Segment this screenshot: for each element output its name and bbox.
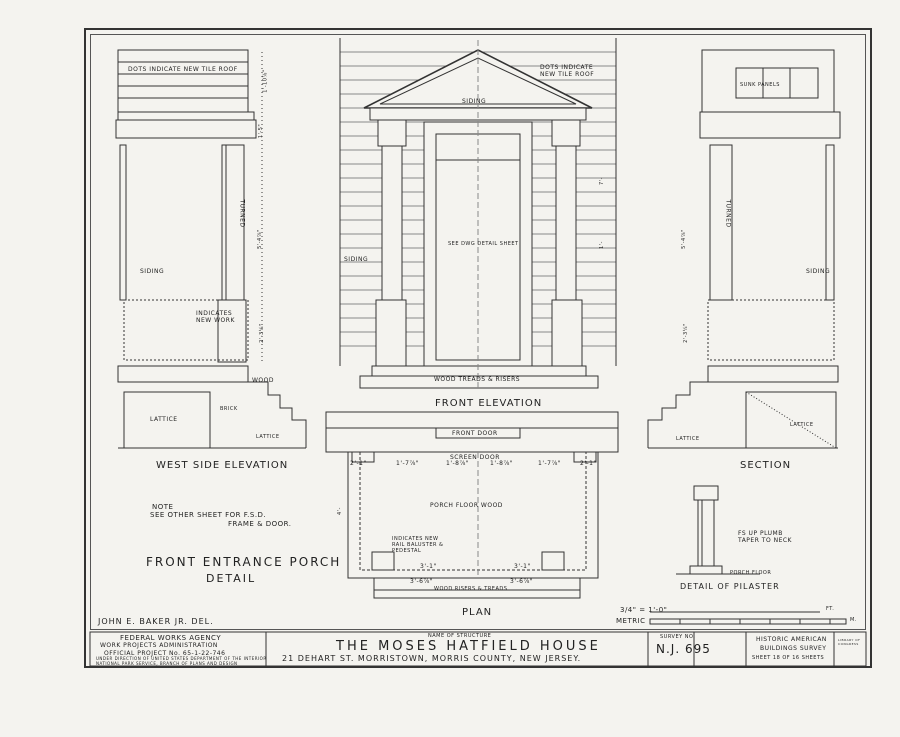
dim-west-height-3: 5'-4⅞" bbox=[256, 229, 263, 249]
view-title-front: FRONT ELEVATION bbox=[435, 398, 543, 409]
front-elevation-drawing bbox=[339, 38, 617, 390]
structure-name: THE MOSES HATFIELD HOUSE bbox=[336, 639, 601, 654]
scale-bar bbox=[649, 611, 847, 625]
view-title-west-side: WEST SIDE ELEVATION bbox=[156, 460, 289, 471]
note-indicates-rail: INDICATES NEW RAIL BALUSTER & PEDESTAL bbox=[392, 536, 444, 554]
library-of-congress: LIBRARY OF CONGRESS bbox=[838, 638, 861, 646]
label-turned-west: TURNED bbox=[238, 199, 246, 228]
dim-west-height-1: 1'-10⅞" bbox=[262, 69, 269, 93]
agency-line-3: OFFICIAL PROJECT No. 65-1-22-746 bbox=[104, 650, 226, 657]
title-block-frame bbox=[89, 631, 867, 667]
dim-west-height-2: 1'-5" bbox=[258, 123, 265, 139]
note-indicates-new-work: INDICATES NEW WORK bbox=[196, 310, 235, 324]
structure-caption: NAME OF STRUCTURE bbox=[428, 633, 492, 639]
dim-plan-bottom-2: 3'-6⅞" bbox=[510, 578, 534, 585]
note-new-tile-roof-front: DOTS INDICATE NEW TILE ROOF bbox=[540, 64, 595, 78]
label-sunk-panels: SUNK PANELS bbox=[740, 82, 780, 88]
label-porch-floor: PORCH FLOOR WOOD bbox=[430, 502, 503, 509]
drawing-border bbox=[84, 28, 872, 668]
dim-plan-top-5: 1'-7⅞" bbox=[538, 460, 562, 467]
main-subtitle: DETAIL bbox=[206, 572, 257, 585]
label-brick: BRICK bbox=[220, 406, 238, 412]
dim-front-side-1: 7'- bbox=[598, 177, 605, 185]
dim-west-height-4: 2'-3¼" bbox=[258, 323, 265, 343]
dim-front-side-3: 4'- bbox=[336, 507, 343, 515]
label-wood-risers-treads: WOOD RISERS & TREADS bbox=[434, 586, 508, 592]
label-treads-risers: WOOD TREADS & RISERS bbox=[434, 376, 521, 383]
label-siding-section: SIDING bbox=[806, 268, 831, 275]
west-side-elevation-drawing bbox=[115, 49, 307, 449]
scale-ratio: 3/4" = 1'-0" bbox=[620, 606, 668, 614]
survey-caption: SURVEY NO. bbox=[660, 634, 696, 640]
scale-unit-ft: FT. bbox=[826, 606, 835, 612]
dim-section-height-2: 2'-3¼" bbox=[682, 323, 689, 343]
survey-number: N.J. 695 bbox=[656, 642, 711, 656]
label-screen-door: SCREEN DOOR bbox=[450, 454, 500, 461]
label-wood: WOOD bbox=[252, 377, 274, 384]
agency-line-4: UNDER DIRECTION OF UNITED STATES DEPARTM… bbox=[96, 656, 267, 661]
plan-drawing bbox=[325, 411, 619, 599]
dim-section-height-1: 5'-4⅞" bbox=[680, 229, 687, 249]
label-turned-section: TURNED bbox=[724, 199, 732, 228]
scale-unit-m: M. bbox=[850, 617, 857, 623]
label-front-door: FRONT DOOR bbox=[452, 430, 498, 437]
dim-plan-top-3: 1'-8⅞" bbox=[446, 460, 470, 467]
note-porch-floor-pilaster: PORCH FLOOR bbox=[730, 570, 772, 576]
habs-line-2: BUILDINGS SURVEY bbox=[760, 645, 827, 652]
view-title-section: SECTION bbox=[740, 460, 792, 471]
label-see-dwg: SEE DWG DETAIL SHEET bbox=[448, 241, 519, 247]
dim-plan-bottom-1: 3'-6⅞" bbox=[410, 578, 434, 585]
structure-address: 21 DEHART ST. MORRISTOWN, MORRIS COUNTY,… bbox=[282, 654, 582, 663]
dim-plan-top-1: 2'-1" bbox=[350, 460, 367, 467]
label-lattice-west-steps: LATTICE bbox=[256, 434, 280, 440]
delineator: JOHN E. BAKER JR. DEL. bbox=[98, 617, 214, 626]
dim-plan-top-4: 1'-8⅞" bbox=[490, 460, 514, 467]
label-siding-west: SIDING bbox=[140, 268, 165, 275]
agency-line-2: WORK PROJECTS ADMINISTRATION bbox=[100, 642, 218, 649]
pilaster-detail-drawing bbox=[676, 485, 760, 575]
note-text: SEE OTHER SHEET FOR F.S.D. bbox=[150, 511, 267, 519]
dim-plan-mid-1: 3'-1" bbox=[420, 563, 437, 570]
note-label: NOTE bbox=[152, 503, 174, 511]
label-siding-front-top: SIDING bbox=[462, 98, 487, 105]
label-siding-front-left: SIDING bbox=[344, 256, 369, 263]
dim-plan-top-6: 2'-1" bbox=[580, 460, 597, 467]
view-title-plan: PLAN bbox=[462, 607, 493, 618]
agency-line-1: FEDERAL WORKS AGENCY bbox=[120, 634, 222, 642]
drawing-inner-border bbox=[90, 34, 866, 630]
section-drawing bbox=[647, 49, 841, 449]
habs-line-1: HISTORIC AMERICAN bbox=[756, 636, 827, 643]
dim-plan-mid-2: 3'-1" bbox=[514, 563, 531, 570]
note-new-tile-roof-west: DOTS INDICATE NEW TILE ROOF bbox=[128, 66, 238, 73]
dim-plan-top-2: 1'-7⅞" bbox=[396, 460, 420, 467]
note-fs-plumb: FS UP PLUMB TAPER TO NECK bbox=[738, 530, 792, 544]
label-lattice-section-steps: LATTICE bbox=[676, 436, 700, 442]
scale-metric: METRIC bbox=[616, 617, 646, 625]
agency-line-5: NATIONAL PARK SERVICE, BRANCH OF PLANS A… bbox=[96, 661, 238, 666]
main-title: FRONT ENTRANCE PORCH bbox=[146, 555, 342, 569]
note-text-2: FRAME & DOOR. bbox=[228, 520, 292, 528]
habs-sheet: SHEET 18 OF 16 SHEETS bbox=[752, 655, 825, 661]
view-title-pilaster: DETAIL OF PILASTER bbox=[680, 582, 780, 591]
label-lattice-section: LATTICE bbox=[790, 422, 814, 428]
label-lattice-west: LATTICE bbox=[150, 416, 178, 423]
dim-front-side-2: 1'- bbox=[598, 241, 605, 249]
